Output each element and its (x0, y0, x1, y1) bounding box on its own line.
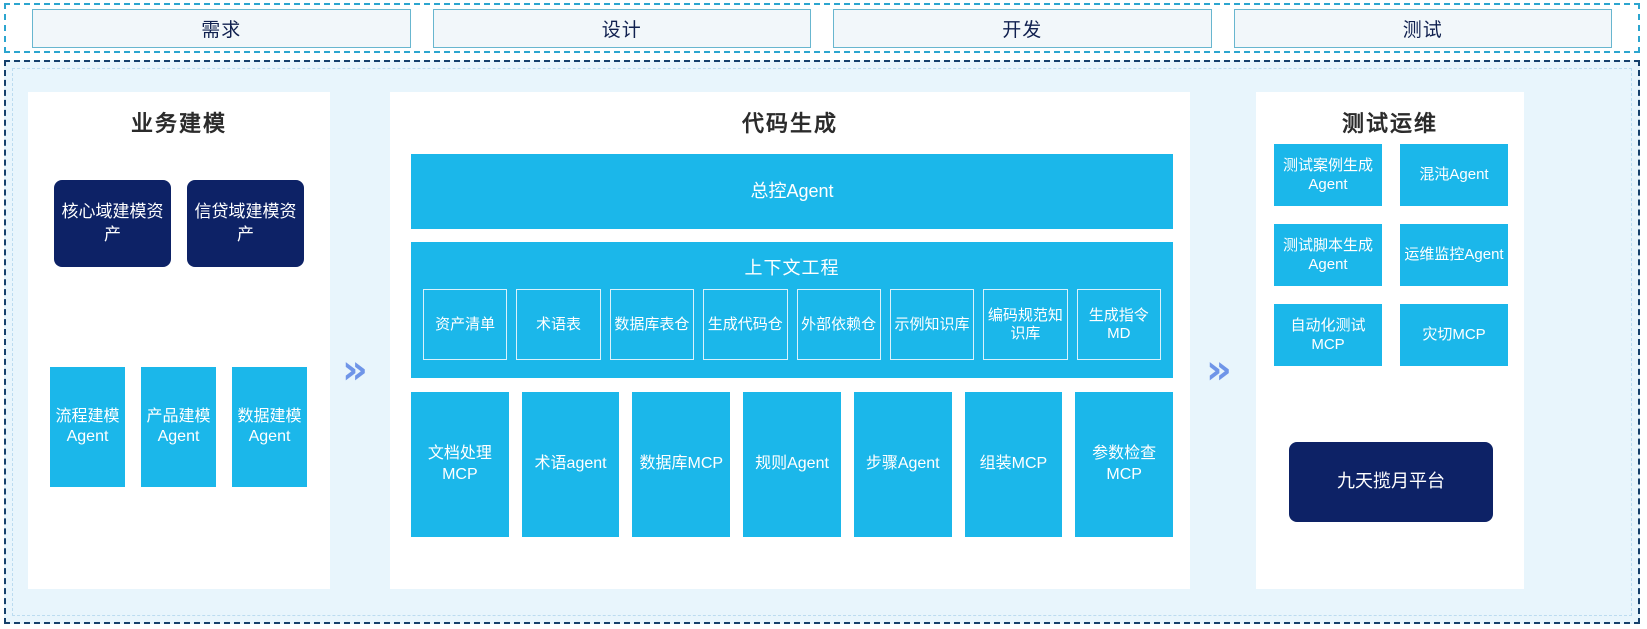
controller-agent-bar[interactable]: 总控Agent (411, 154, 1173, 229)
ops-chaos-agent[interactable]: 混沌Agent (1400, 144, 1508, 206)
context-item-example-knowledge-base[interactable]: 示例知识库 (889, 289, 975, 360)
context-item-generation-instruction-md[interactable]: 生成指令MD (1076, 289, 1161, 360)
tool-row: 文档处理MCP 术语agent 数据库MCP 规则Agent 步骤Agent 组… (411, 392, 1174, 537)
context-item-db-table-repo[interactable]: 数据库表仓 (609, 289, 695, 360)
agent-process-modeling[interactable]: 流程建模Agent (50, 367, 125, 487)
panel-title-code-generation: 代码生成 (741, 111, 838, 136)
tool-database-mcp[interactable]: 数据库MCP (632, 392, 731, 537)
tool-rule-agent[interactable]: 规则Agent (743, 392, 841, 537)
context-item-external-dependency-repo[interactable]: 外部依赖仓 (796, 289, 881, 360)
panel-code-generation: 代码生成 总控Agent 上下文工程 资产清单 术语表 数据库表仓 生成代码仓 … (390, 92, 1190, 589)
context-item-glossary[interactable]: 术语表 (516, 289, 601, 360)
stage-label: 测试 (1402, 19, 1443, 41)
panel-test-ops: 测试运维 测试案例生成Agent 混沌Agent 测试脚本生成Agent 运维监… (1256, 92, 1524, 589)
context-item-coding-standard-knowledge-base[interactable]: 编码规范知识库 (983, 289, 1068, 360)
tool-document-processing-mcp[interactable]: 文档处理MCP (411, 392, 509, 537)
test-ops-grid: 测试案例生成Agent 混沌Agent 测试脚本生成Agent 运维监控Agen… (1274, 144, 1508, 366)
chevron-right-icon: » (342, 347, 368, 393)
ops-monitoring-agent[interactable]: 运维监控Agent (1400, 224, 1508, 286)
tool-step-agent[interactable]: 步骤Agent (853, 392, 952, 537)
chevron-right-icon: » (1206, 347, 1232, 393)
asset-credit-domain[interactable]: 信贷域建模资产 (187, 180, 304, 267)
context-engineering-title: 上下文工程 (744, 258, 840, 278)
stage-label: 设计 (601, 19, 642, 41)
panel-title-test-ops: 测试运维 (1341, 111, 1438, 136)
ops-test-case-generation-agent[interactable]: 测试案例生成Agent (1274, 144, 1382, 206)
context-item-generated-code-repo[interactable]: 生成代码仓 (703, 289, 788, 360)
panel-title-business-modeling: 业务建模 (130, 111, 227, 136)
tool-glossary-agent[interactable]: 术语agent (521, 392, 620, 537)
stage-label: 需求 (201, 19, 242, 41)
business-agent-row: 流程建模Agent 产品建模Agent 数据建模Agent (50, 367, 308, 487)
stage-box-testing[interactable]: 测试 (1233, 8, 1612, 48)
stage-strip: 需求 设计 开发 测试 (4, 3, 1640, 53)
agent-product-modeling[interactable]: 产品建模Agent (141, 367, 216, 487)
stage-box-design[interactable]: 设计 (432, 8, 811, 48)
ops-test-script-generation-agent[interactable]: 测试脚本生成Agent (1274, 224, 1382, 286)
tool-parameter-check-mcp[interactable]: 参数检查MCP (1075, 392, 1174, 537)
context-item-list: 资产清单 术语表 数据库表仓 生成代码仓 外部依赖仓 示例知识库 编码规范知识库… (423, 289, 1161, 360)
asset-core-domain[interactable]: 核心域建模资产 (54, 180, 171, 267)
main-dashed-container: 业务建模 核心域建模资产 信贷域建模资产 流程建模Agent 产品建模Agent… (4, 60, 1640, 624)
stage-label: 开发 (1002, 19, 1043, 41)
panel-business-modeling: 业务建模 核心域建模资产 信贷域建模资产 流程建模Agent 产品建模Agent… (28, 92, 330, 589)
context-engineering-block: 上下文工程 资产清单 术语表 数据库表仓 生成代码仓 外部依赖仓 示例知识库 编… (411, 242, 1173, 378)
main-inner-dashed-border (12, 68, 1632, 616)
context-item-asset-inventory[interactable]: 资产清单 (423, 289, 508, 360)
stage-box-development[interactable]: 开发 (833, 8, 1212, 48)
stage-box-requirement[interactable]: 需求 (32, 8, 411, 48)
agent-data-modeling[interactable]: 数据建模Agent (232, 367, 307, 487)
business-asset-row: 核心域建模资产 信贷域建模资产 (54, 180, 304, 267)
ops-automated-test-mcp[interactable]: 自动化测试MCP (1274, 304, 1382, 366)
tool-assembly-mcp[interactable]: 组装MCP (964, 392, 1063, 537)
platform-jiutian-lanyue[interactable]: 九天揽月平台 (1289, 442, 1493, 522)
ops-disaster-recovery-mcp[interactable]: 灾切MCP (1400, 304, 1508, 366)
